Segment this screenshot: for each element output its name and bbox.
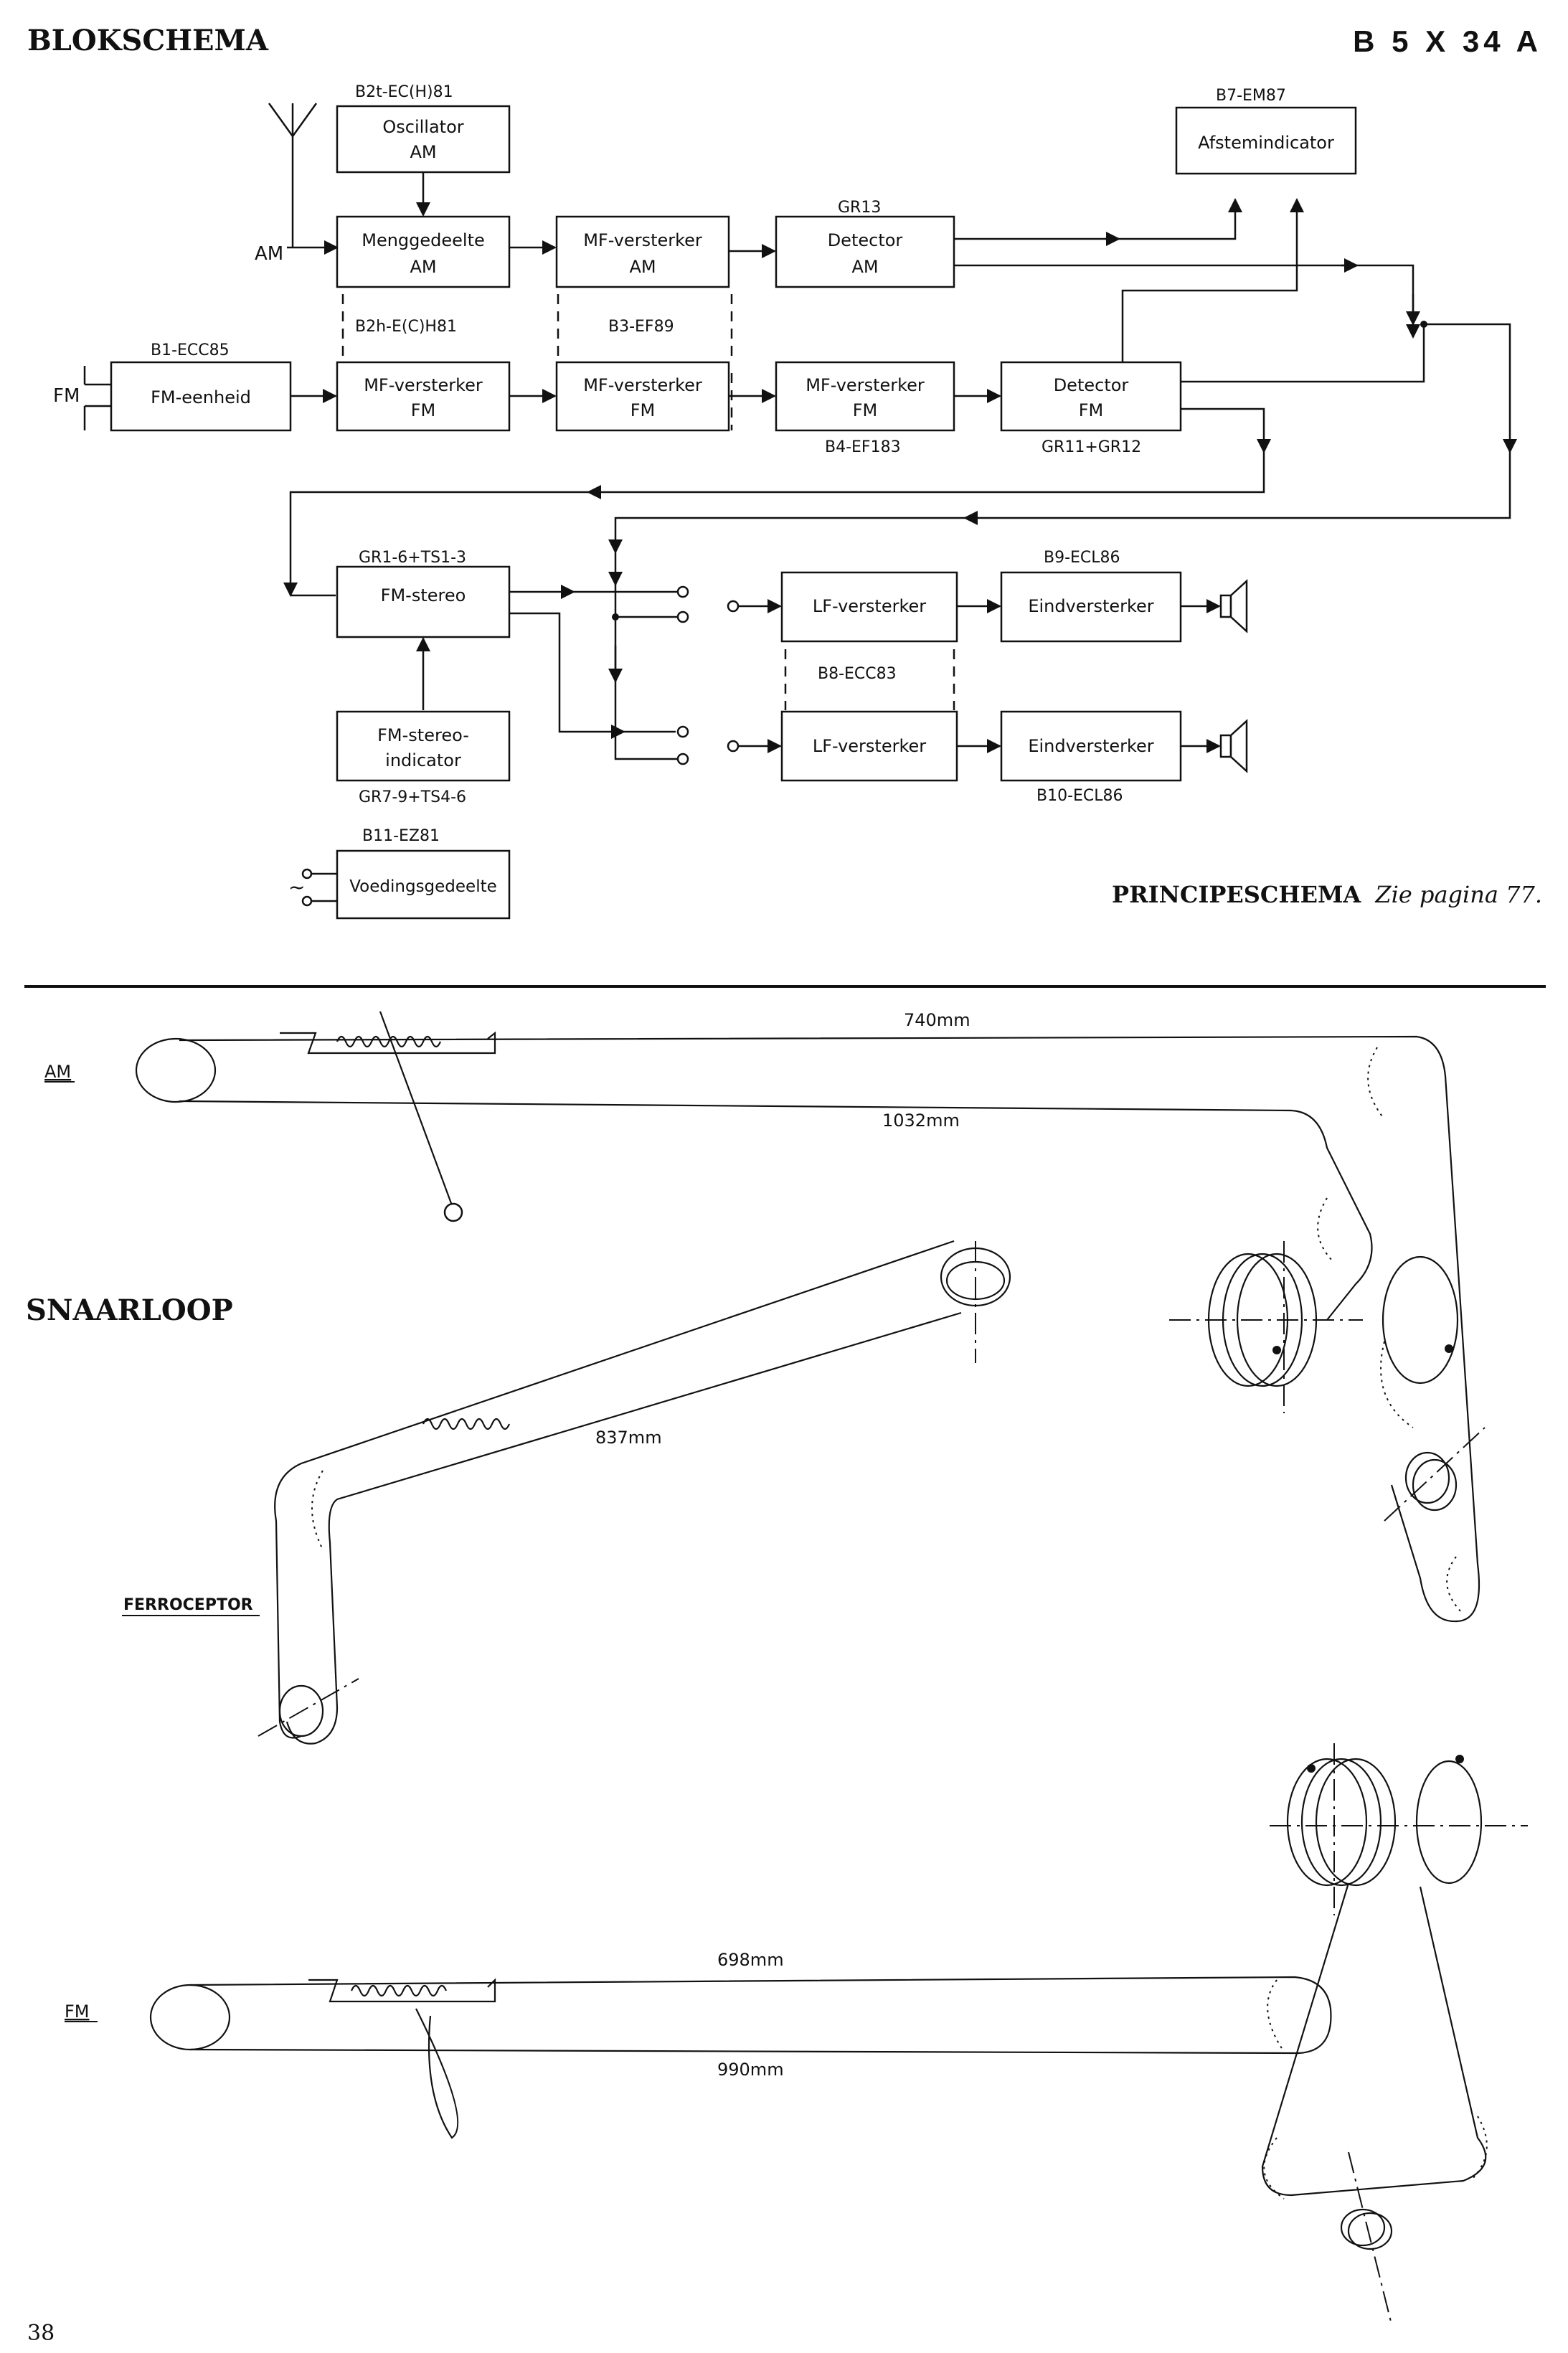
block-stereo-label: FM-stereo (381, 585, 466, 605)
block-fm-unit (110, 361, 292, 432)
fm-pulley-icon (1340, 2151, 1393, 2325)
block-mixer-line2: AM (410, 257, 436, 277)
block-stereo-indicator-line2: indicator (385, 750, 461, 770)
label-mixer-tube: B2h-E(C)H81 (355, 318, 457, 336)
block-if3-fm (775, 361, 955, 432)
fm-drum-icon (1270, 1743, 1528, 1915)
dial-cord-diagram: SNAARLOOP AM 740mm 1032mm (26, 1010, 1528, 2325)
fm-input-label: FM (53, 385, 80, 407)
block-oscillator-line2: AM (410, 142, 436, 162)
block-lf-bottom (780, 710, 958, 782)
dial-cord-title: SNAARLOOP (26, 1293, 233, 1327)
label-lf-shared-tube: B8-ECC83 (818, 665, 897, 683)
model-number: B 5 X 34 A (1353, 24, 1542, 58)
block-mixer-line1: Menggedeelte (362, 230, 485, 250)
block-if2-fm-line1: MF-versterker (583, 375, 702, 395)
label-oscillator-tube: B2t-EC(H)81 (355, 83, 453, 101)
block-output-top (1000, 571, 1182, 643)
block-if1-fm (336, 361, 511, 432)
block-oscillator-line1: Oscillator (382, 117, 463, 137)
label-detector-fm-tube: GR11+GR12 (1042, 438, 1141, 456)
label-stereo-tube: GR1-6+TS1-3 (359, 549, 466, 567)
label-detector-am-tube: GR13 (838, 199, 881, 217)
block-detector-fm-line1: Detector (1054, 375, 1129, 395)
ac-symbol: ~ (288, 875, 305, 899)
block-oscillator (336, 105, 511, 174)
block-stereo-indicator (336, 710, 511, 782)
am-pulley-icon (1384, 1427, 1486, 1522)
label-if-am-tube: B3-EF89 (608, 318, 674, 336)
page-title: BLOKSCHEMA (27, 24, 269, 57)
am-length-upper: 740mm (904, 1010, 970, 1030)
principle-reference-text: Zie pagina 77. (1374, 881, 1542, 908)
label-stereo-indicator-tube: GR7-9+TS4-6 (359, 788, 466, 806)
block-if2-fm (555, 361, 730, 432)
am-length-lower: 1032mm (882, 1111, 960, 1131)
speaker-bottom-icon (1219, 719, 1248, 773)
am-cord: AM 740mm 1032mm (44, 1010, 1486, 1623)
block-stereo-indicator-line1: FM-stereo- (377, 725, 469, 745)
ferroceptor-cord: FERROCEPTOR 837mm (122, 1240, 1011, 1745)
block-diagram: AM FM B2t-EC(H)81 B2h-E(C)H81 B3-EF89 GR… (53, 83, 1542, 920)
block-stereo (336, 565, 511, 638)
block-lf-top (780, 571, 958, 643)
block-mixer (336, 215, 511, 288)
block-detector-am (775, 215, 955, 288)
block-detector-fm (1000, 361, 1182, 432)
label-fm-unit-tube: B1-ECC85 (151, 341, 230, 359)
block-output-bottom-label: Eindversterker (1028, 736, 1153, 756)
label-output-top-tube: B9-ECL86 (1044, 549, 1120, 567)
principle-reference-bold: PRINCIPESCHEMA (1112, 881, 1361, 908)
block-power-supply (336, 849, 511, 920)
am-antenna-icon (268, 103, 339, 255)
label-output-bottom-tube: B10-ECL86 (1036, 787, 1123, 805)
block-fm-unit-label: FM-eenheid (151, 387, 251, 407)
mono-stereo-switch (676, 585, 740, 765)
page-number: 38 (27, 2321, 55, 2346)
am-cord-label: AM (44, 1062, 71, 1082)
block-tuning-indicator-label: Afstemindicator (1198, 133, 1334, 153)
ferroceptor-label: FERROCEPTOR (123, 1596, 253, 1614)
label-tuning-indicator-tube: B7-EM87 (1216, 87, 1286, 105)
mains-input-icon (301, 868, 337, 907)
fm-antenna-icon (83, 366, 111, 430)
label-power-supply-tube: B11-EZ81 (362, 827, 440, 845)
am-input-label: AM (255, 243, 283, 265)
block-output-top-label: Eindversterker (1028, 596, 1153, 616)
am-drum-icon (1169, 1241, 1459, 1413)
block-detector-am-line1: Detector (828, 230, 903, 250)
fm-cord: FM 698mm 990mm (65, 1743, 1528, 2325)
block-tuning-indicator (1175, 106, 1357, 175)
block-if1-fm-line1: MF-versterker (364, 375, 483, 395)
block-detector-fm-line2: FM (1079, 400, 1104, 420)
block-if3-fm-line2: FM (853, 400, 878, 420)
ferroceptor-length: 837mm (595, 1428, 662, 1448)
principle-reference: PRINCIPESCHEMA Zie pagina 77. (1112, 881, 1542, 908)
block-if1-fm-line2: FM (411, 400, 436, 420)
block-output-bottom (1000, 710, 1182, 782)
block-if-am-line2: AM (629, 257, 656, 277)
fm-length-upper: 698mm (717, 1950, 784, 1970)
block-if2-fm-line2: FM (630, 400, 656, 420)
block-lf-bottom-label: LF-versterker (813, 736, 926, 756)
speaker-top-icon (1219, 579, 1248, 633)
block-if-am (555, 215, 730, 288)
block-if3-fm-line1: MF-versterker (806, 375, 925, 395)
block-if-am-line1: MF-versterker (583, 230, 702, 250)
fm-cord-label: FM (65, 2001, 90, 2022)
block-power-supply-label: Voedingsgedeelte (349, 877, 497, 896)
block-lf-top-label: LF-versterker (813, 596, 926, 616)
fm-length-lower: 990mm (717, 2060, 784, 2080)
block-detector-am-line2: AM (851, 257, 878, 277)
label-if3-fm-tube: B4-EF183 (825, 438, 901, 456)
